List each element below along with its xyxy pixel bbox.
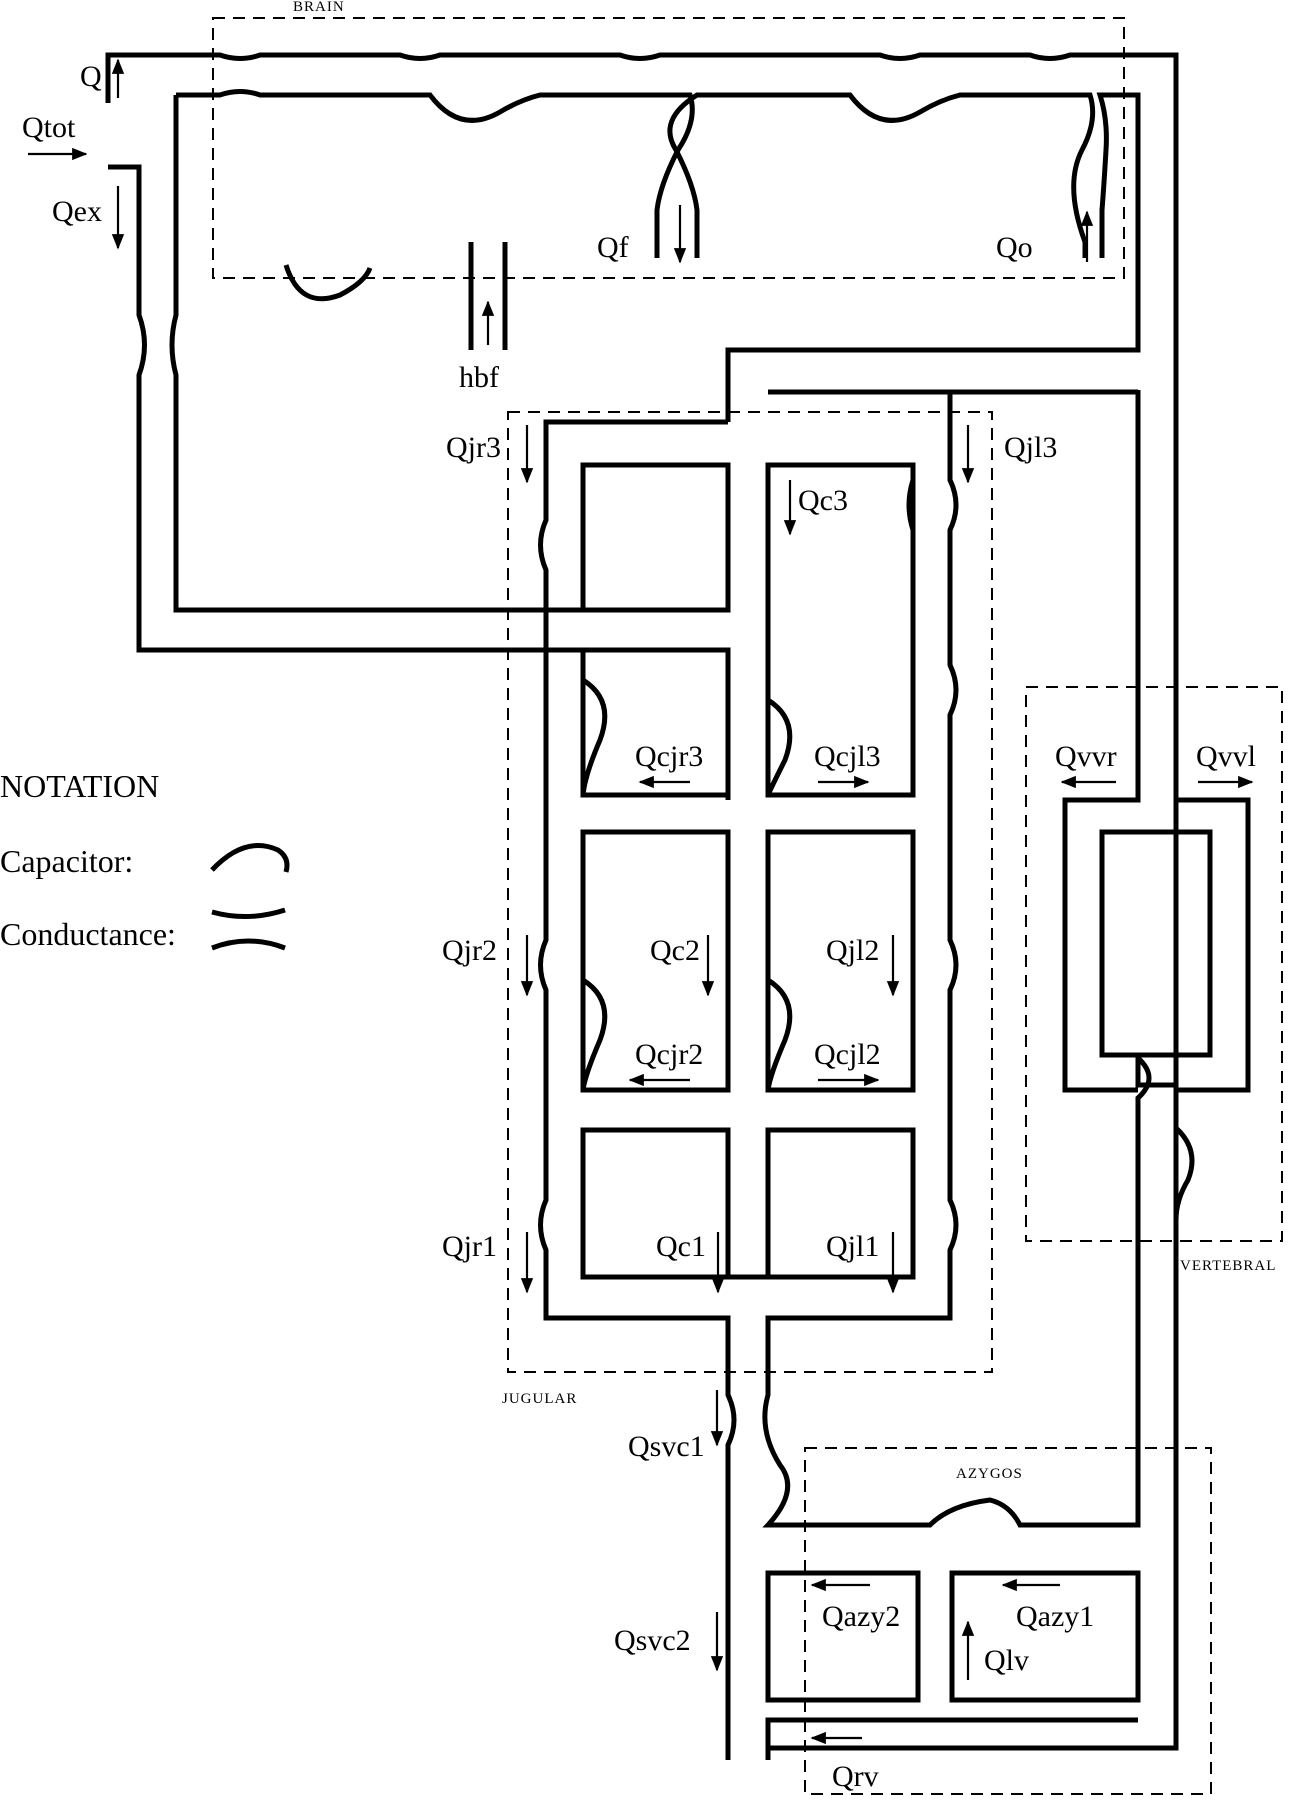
- qjr1-label: Qjr1: [442, 1230, 497, 1263]
- notation-title: NOTATION: [0, 768, 159, 804]
- qlv-label: Qlv: [984, 1644, 1029, 1677]
- jugular-region-box: [507, 411, 993, 1373]
- vertebral-region-box: [1025, 686, 1283, 1242]
- capacitor-symbol: [210, 843, 290, 873]
- conductance-label: Conductance:: [0, 916, 176, 952]
- qjl3-label: Qjl3: [1004, 431, 1057, 464]
- jugular-region-label: JUGULAR: [502, 1391, 577, 1407]
- qrv-label: Qrv: [832, 1760, 879, 1793]
- qazy2-label: Qazy2: [822, 1600, 900, 1633]
- flow-labels: Q Qtot Qex Qf Qo hbf Qjr3 Qjl3 Qc3 Qcjr3…: [22, 60, 1256, 1793]
- qazy1-label: Qazy1: [1016, 1600, 1094, 1633]
- flow-arrows: [28, 58, 1254, 1745]
- cell-left-2-cap: [765, 977, 793, 1091]
- qsvc1-label: Qsvc1: [628, 1430, 705, 1463]
- conductance-symbol-bottom: [211, 938, 286, 951]
- qf-label: Qf: [597, 231, 629, 264]
- cell-right-2: [580, 829, 731, 1093]
- qcjl2-label: Qcjl2: [814, 1038, 881, 1071]
- region-boxes: [212, 17, 1283, 1795]
- qjr3-label: Qjr3: [446, 431, 501, 464]
- q-label: Q: [80, 60, 102, 93]
- vertebral-inner-box: [1099, 829, 1213, 1058]
- cell-right-1: [580, 1127, 916, 1280]
- notation-legend: NOTATION Capacitor: Conductance:: [0, 768, 290, 952]
- brain-region-box: [212, 17, 1125, 279]
- azygos-region-label: AZYGOS: [956, 1466, 1023, 1482]
- brain-mid-wall: [667, 92, 1096, 243]
- brain-region-label: BRAIN: [293, 0, 345, 15]
- left-outer-vessel: [108, 164, 731, 800]
- jugular-right-outer: [538, 419, 737, 1760]
- qsvc2-label: Qsvc2: [614, 1624, 691, 1657]
- conductance-symbol-top: [211, 907, 286, 920]
- vertebral-region-label: VERTEBRAL: [1180, 1258, 1276, 1274]
- qvvl-label: Qvvl: [1196, 740, 1256, 773]
- vessel-network: [105, 52, 1251, 1760]
- qvvr-label: Qvvr: [1055, 740, 1117, 773]
- azygos-cell-1: [949, 1570, 1141, 1703]
- jugular-left-outer: [762, 389, 1176, 1528]
- brain-inner-wall: [176, 89, 695, 242]
- cell-left-3-cap: [765, 697, 793, 796]
- cell-left-3: [765, 462, 916, 798]
- vertebral-cap: [1173, 1126, 1195, 1221]
- brain-right-wall: [725, 92, 1141, 422]
- azygos-region-box: [804, 1447, 1212, 1795]
- qjl1-label: Qjl1: [826, 1230, 879, 1263]
- qo-label: Qo: [996, 231, 1033, 264]
- cell-right-2-cap: [580, 977, 608, 1091]
- qjr2-label: Qjr2: [442, 934, 497, 967]
- vertebral-left-channel: [1062, 390, 1141, 1093]
- qcjl3-label: Qcjl3: [814, 740, 881, 773]
- cell-left-2: [765, 829, 916, 1093]
- qcjr3-label: Qcjr3: [635, 740, 703, 773]
- hbf-label: hbf: [459, 361, 499, 394]
- qcjr2-label: Qcjr2: [635, 1038, 703, 1071]
- vertebral-right-channel: [1176, 797, 1251, 1093]
- capacitor-label: Capacitor:: [0, 843, 133, 879]
- outer-top-vessel: [105, 52, 1179, 1751]
- qtot-label: Qtot: [22, 111, 76, 144]
- qc1-label: Qc1: [656, 1230, 706, 1263]
- left-inner-vessel: [169, 95, 731, 613]
- qc3-label: Qc3: [798, 484, 848, 517]
- qex-label: Qex: [52, 195, 102, 228]
- cell-right-3-cap: [580, 677, 608, 796]
- qrv-vessel: [765, 1717, 1138, 1760]
- region-titles: BRAIN JUGULAR VERTEBRAL AZYGOS: [293, 0, 1276, 1482]
- qjl2-label: Qjl2: [826, 934, 879, 967]
- azygos-cell-2: [765, 1570, 921, 1703]
- cell-right-3: [580, 465, 731, 798]
- qc2-label: Qc2: [650, 934, 700, 967]
- brain-capacitor: [283, 264, 373, 302]
